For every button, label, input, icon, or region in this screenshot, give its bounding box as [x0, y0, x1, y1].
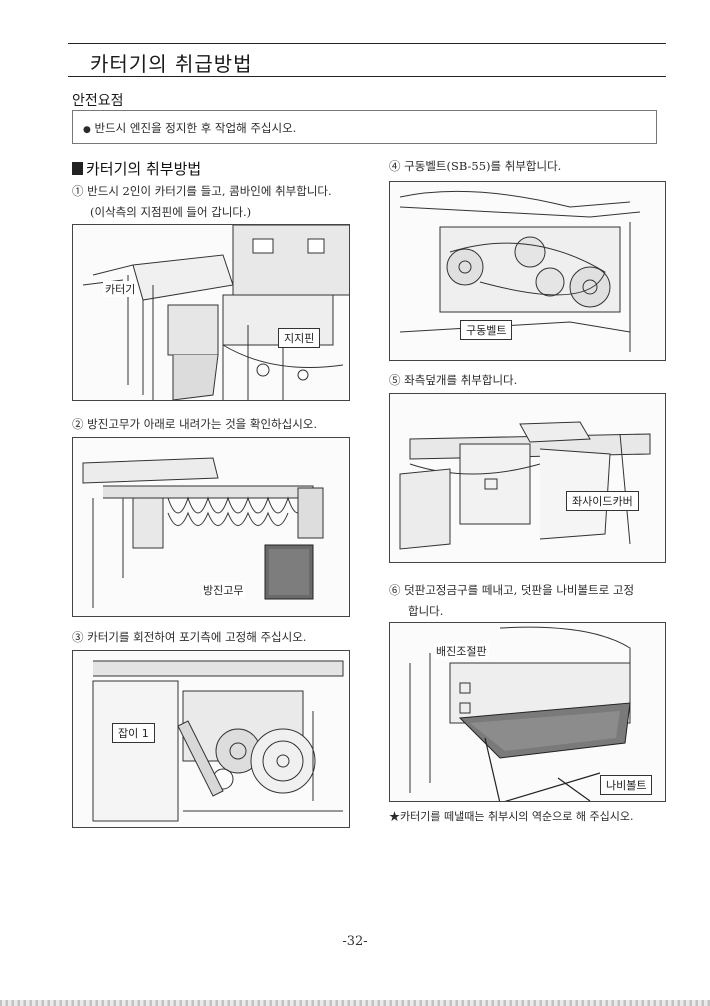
label-pin: 지지핀 [278, 328, 321, 348]
page-title: 카터기의 취급방법 [90, 52, 253, 76]
figure-3: 잡이 1 [72, 650, 350, 828]
step-2-text: ② 방진고무가 아래로 내려가는 것을 확인하십시오. [72, 417, 318, 431]
step-6-text: ⑥ 덧판고정금구를 떼내고, 덧판을 나비볼트로 고정 [389, 583, 635, 597]
header-bottom-rule [68, 76, 666, 77]
label-cover: 좌사이드카버 [566, 491, 639, 511]
step-6-text-cont: 합니다. [408, 604, 444, 618]
label-belt: 구동벨트 [460, 320, 513, 340]
figure-6: 배진조절판 나비볼트 [389, 622, 666, 802]
step-1-note: (이삭측의 지점핀에 들어 갑니다.) [90, 205, 252, 219]
section-heading: 카터기의 취부방법 [72, 158, 201, 179]
label-handle: 잡이 1 [112, 723, 155, 743]
removal-note: ★카터기를 떼낼때는 취부시의 역순으로 해 주십시오. [389, 810, 634, 823]
safety-box: ● 반드시 엔진을 정지한 후 작업해 주십시오. [72, 110, 657, 144]
header-top-rule [68, 43, 666, 44]
figure-4: 구동벨트 [389, 181, 666, 361]
step-4-text: ④ 구동벨트(SB-55)를 취부합니다. [389, 159, 562, 173]
step-3-text: ③ 카터기를 회전하여 포기측에 고정해 주십시오. [72, 630, 307, 644]
figure-1: 카터기 지지핀 [72, 224, 350, 401]
page-number: -32- [342, 934, 368, 949]
label-bolt: 나비볼트 [600, 775, 653, 795]
safety-text: 반드시 엔진을 정지한 후 작업해 주십시오. [94, 121, 297, 135]
step-1-text: ① 반드시 2인이 카터기를 들고, 콤바인에 취부합니다. [72, 184, 332, 198]
safety-text-row: ● 반드시 엔진을 정지한 후 작업해 주십시오. [83, 120, 296, 136]
square-icon [72, 162, 83, 175]
figure-2: 방진고무 [72, 437, 350, 617]
section-heading-text: 카터기의 취부방법 [86, 160, 202, 178]
figure-5: 좌사이드카버 [389, 393, 666, 563]
scan-edge [0, 1000, 710, 1006]
safety-label: 안전요점 [72, 93, 124, 109]
label-plate: 배진조절판 [434, 643, 489, 659]
label-cutter: 카터기 [103, 281, 138, 297]
label-rubber: 방진고무 [201, 582, 246, 598]
step-5-text: ⑤ 좌측덮개를 취부합니다. [389, 373, 518, 387]
bullet-icon: ● [83, 125, 91, 135]
